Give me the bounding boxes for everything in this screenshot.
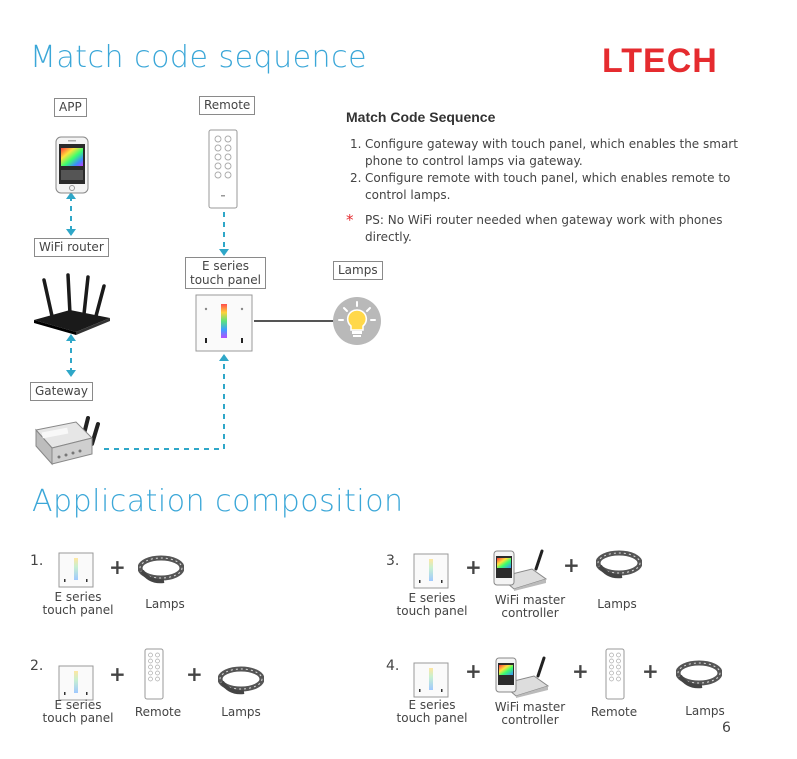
label-app: APP	[54, 98, 87, 117]
label-gateway: Gateway	[30, 382, 94, 401]
label-e-series-panel: E series touch panel	[185, 257, 266, 289]
caption-lamps: Lamps	[221, 705, 261, 719]
led-strip-icon	[676, 660, 722, 689]
plus-icon: +	[109, 662, 126, 686]
remote-icon	[605, 648, 625, 700]
page-number: 6	[722, 720, 731, 736]
arrow-up-icon	[66, 334, 76, 341]
combo-number: 4.	[386, 658, 400, 674]
info-heading: Match Code Sequence	[346, 109, 496, 125]
wifi-master-controller-icon	[495, 656, 550, 698]
led-strip-icon	[218, 666, 264, 695]
label-lamps: Lamps	[333, 261, 383, 280]
asterisk-icon: *	[346, 211, 354, 229]
wifi-master-controller-icon	[493, 549, 548, 591]
remote-icon	[208, 129, 238, 209]
list-item: 2. Configure remote with touch panel, wh…	[350, 171, 731, 202]
caption-remote: Remote	[590, 705, 638, 719]
remote-icon	[144, 648, 164, 700]
plus-icon: +	[572, 659, 589, 683]
combo-number: 2.	[30, 658, 44, 674]
touch-panel-icon	[413, 662, 449, 698]
touch-panel-icon	[58, 552, 94, 588]
section-title-application: Application composition	[32, 484, 404, 519]
note: * PS: No WiFi router needed when gateway…	[346, 211, 723, 245]
touch-panel-icon	[413, 553, 449, 589]
plus-icon: +	[186, 662, 203, 686]
led-strip-icon	[138, 555, 184, 584]
wifi-router-icon	[34, 273, 110, 335]
caption-lamps: Lamps	[145, 597, 185, 611]
ltech-logo: LTECH	[602, 42, 718, 80]
arrow-up-icon	[66, 192, 76, 199]
list-item: 1. Configure gateway with touch panel, w…	[350, 137, 738, 168]
arrow-down-icon	[66, 370, 76, 377]
plus-icon: +	[109, 555, 126, 579]
arrow-up-icon	[219, 354, 229, 361]
caption-lamps: Lamps	[597, 597, 637, 611]
plus-icon: +	[465, 555, 482, 579]
touch-panel-icon	[195, 294, 253, 352]
plus-icon: +	[642, 659, 659, 683]
plus-icon: +	[563, 553, 580, 577]
connection-lines	[66, 192, 338, 450]
combo-number: 1.	[30, 553, 44, 569]
caption-remote: Remote	[134, 705, 182, 719]
smartphone-icon	[55, 136, 89, 194]
label-remote: Remote	[199, 96, 256, 115]
arrow-down-icon	[219, 249, 229, 256]
arrow-down-icon	[66, 229, 76, 236]
caption-lamps: Lamps	[685, 704, 725, 718]
section-title-match-code: Match code sequence	[30, 40, 368, 75]
combo-number: 3.	[386, 553, 400, 569]
gateway-panel-link	[104, 358, 225, 450]
info-list: 1. Configure gateway with touch panel, w…	[346, 136, 750, 246]
touch-panel-icon	[58, 665, 94, 701]
light-bulb-icon	[333, 297, 381, 345]
led-strip-icon	[596, 550, 642, 579]
plus-icon: +	[465, 659, 482, 683]
gateway-icon	[35, 416, 100, 466]
label-wifi-router: WiFi router	[34, 238, 109, 257]
